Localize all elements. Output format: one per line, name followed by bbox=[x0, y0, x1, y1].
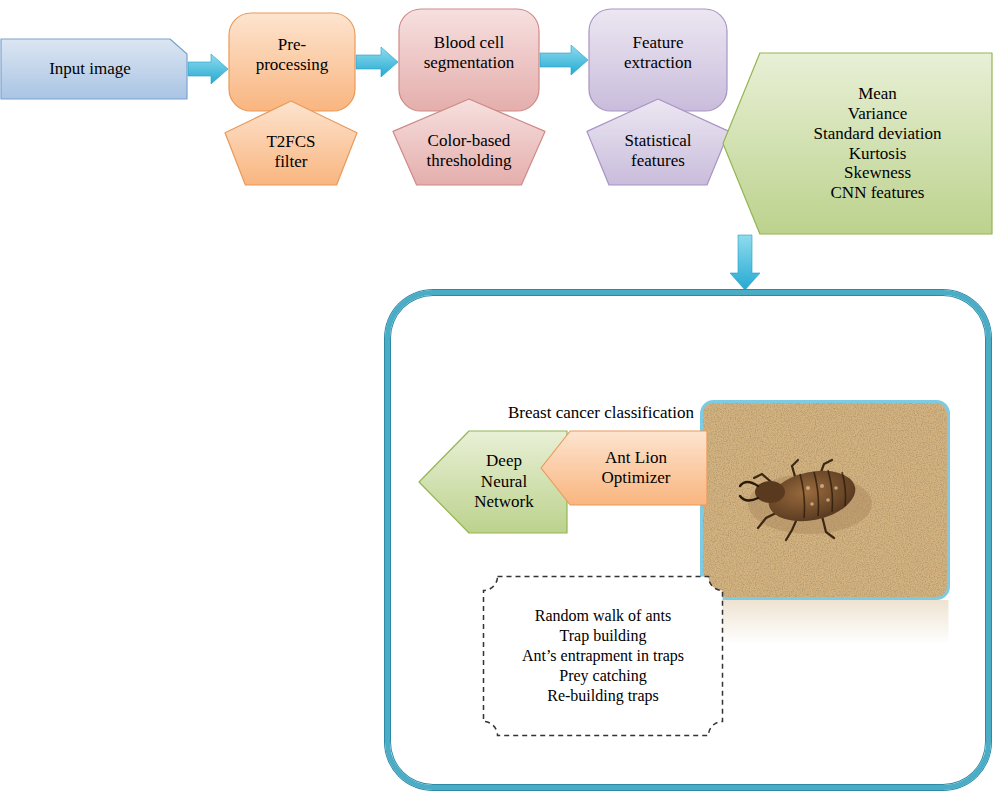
optimizer-box: Ant Lion Optimizer bbox=[540, 430, 708, 506]
input-box: Input image bbox=[0, 38, 188, 100]
box-fill bbox=[229, 13, 355, 111]
process-box: Blood cell segmentation bbox=[398, 8, 540, 112]
flow-arrow bbox=[540, 45, 588, 75]
text-group: Statistical features bbox=[594, 120, 722, 182]
node-label: Standard deviation bbox=[814, 124, 942, 144]
text-group: Ant Lion Optimizer bbox=[570, 434, 702, 502]
process-box: Pre-processing bbox=[228, 12, 356, 112]
box-fill bbox=[393, 99, 545, 185]
photo-border bbox=[702, 402, 949, 599]
node-label: Feature extraction bbox=[608, 33, 708, 74]
photo-reflection bbox=[702, 600, 949, 644]
box-fill bbox=[419, 431, 567, 533]
text-group: Color-based thresholding bbox=[400, 120, 538, 182]
node-label: CNN features bbox=[831, 183, 925, 203]
text-group: Random walk of antsTrap buildingAnt’s en… bbox=[492, 583, 714, 729]
node-label: Input image bbox=[49, 59, 131, 79]
flow-arrow bbox=[356, 47, 398, 77]
node-label: Ant Lion Optimizer bbox=[591, 448, 681, 489]
node-label: Kurtosis bbox=[849, 144, 907, 164]
text-group: Blood cell segmentation bbox=[404, 8, 534, 98]
method-pentagon: Statistical features bbox=[586, 98, 730, 186]
node-label: Pre-processing bbox=[247, 35, 337, 76]
text-group: Pre-processing bbox=[234, 12, 350, 98]
node-label: Re-building traps bbox=[547, 686, 659, 706]
antlion-photo bbox=[700, 400, 950, 646]
sand-ground bbox=[702, 402, 949, 599]
panel-title: Breast cancer classification bbox=[508, 403, 694, 423]
box-fill bbox=[541, 431, 707, 505]
flow-arrow bbox=[730, 235, 760, 290]
box-fill bbox=[399, 9, 539, 111]
flow-arrow bbox=[188, 54, 228, 84]
node-label: Skewness bbox=[844, 163, 911, 183]
classification-panel: Breast cancer classificationDeep Neural … bbox=[385, 290, 991, 790]
network-pentagon: Deep Neural Network bbox=[418, 430, 568, 534]
node-label: Blood cell segmentation bbox=[409, 33, 529, 74]
method-pentagon: Color-based thresholding bbox=[392, 98, 546, 186]
node-label: Random walk of ants bbox=[535, 606, 671, 626]
node-label: T2FCS filter bbox=[256, 132, 326, 173]
box-fill bbox=[587, 99, 729, 185]
dashed-outline bbox=[484, 577, 723, 736]
node-label: Statistical features bbox=[608, 131, 708, 172]
antlion-larva bbox=[740, 460, 860, 540]
text-group: Breast cancer classification bbox=[508, 403, 694, 423]
node-label: Variance bbox=[848, 104, 907, 124]
box-fill bbox=[1, 39, 187, 99]
process-box: Feature extraction bbox=[588, 8, 728, 112]
steps-box: Random walk of antsTrap buildingAnt’s en… bbox=[482, 575, 724, 737]
text-group: T2FCS filter bbox=[232, 122, 350, 182]
node-label: Color-based thresholding bbox=[419, 131, 519, 172]
text-group: Deep Neural Network bbox=[448, 434, 560, 530]
box-fill bbox=[589, 9, 727, 111]
feature-list: MeanVarianceStandard deviationKurtosisSk… bbox=[722, 52, 993, 235]
node-label: Mean bbox=[858, 84, 897, 104]
text-group: Feature extraction bbox=[594, 8, 722, 98]
box-fill bbox=[723, 53, 992, 234]
text-group: Input image bbox=[10, 38, 170, 100]
node-label: Ant’s entrapment in traps bbox=[522, 646, 684, 666]
node-label: Trap building bbox=[560, 626, 647, 646]
node-label: Deep Neural Network bbox=[469, 451, 539, 512]
method-pentagon: T2FCS filter bbox=[224, 100, 358, 186]
node-label: Prey catching bbox=[559, 666, 647, 686]
box-fill bbox=[225, 101, 357, 185]
text-group: MeanVarianceStandard deviationKurtosisSk… bbox=[766, 56, 989, 231]
